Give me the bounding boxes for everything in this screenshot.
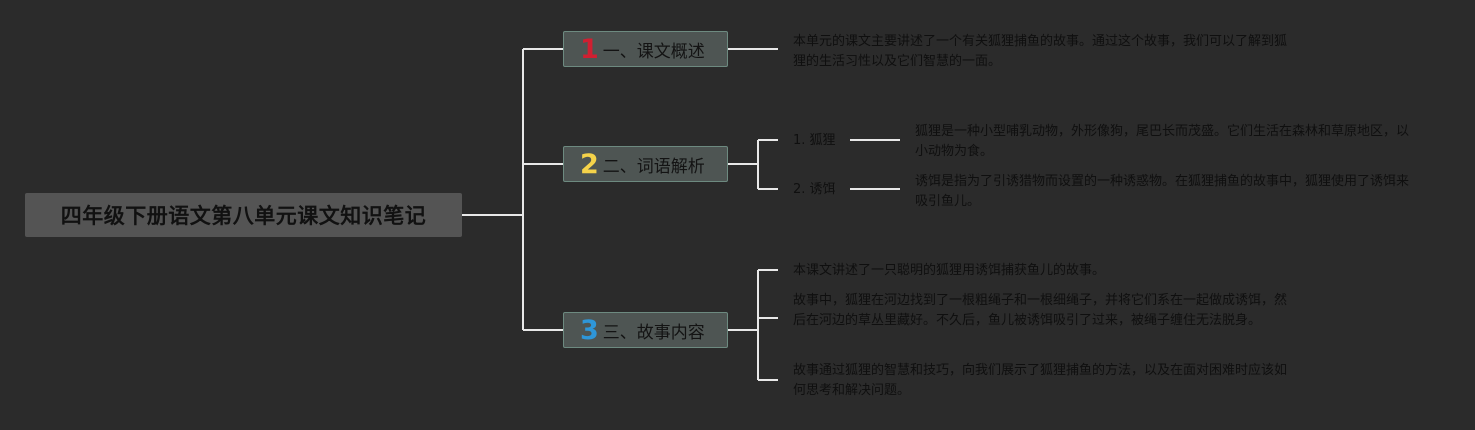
term-bait: 2. 诱饵	[793, 182, 836, 197]
term-fox: 1. 狐狸	[793, 133, 836, 148]
branch-number-2: 2	[580, 148, 599, 180]
branch-number-1: 1	[580, 33, 599, 65]
branch-label-3: 三、故事内容	[602, 322, 705, 343]
branch-story[interactable]: 3 三、故事内容	[563, 312, 728, 348]
overview-note: 本单元的课文主要讲述了一个有关狐狸捕鱼的故事。通过这个故事，我们可以了解到狐狸的…	[793, 34, 1288, 69]
root-node[interactable]: 四年级下册语文第八单元课文知识笔记	[25, 193, 462, 237]
branch-label-2: 二、词语解析	[602, 156, 705, 177]
definition-fox: 狐狸是一种小型哺乳动物，外形像狗，尾巴长而茂盛。它们生活在森林和草原地区，以小动…	[915, 124, 1410, 159]
branch-overview[interactable]: 1 一、课文概述	[563, 31, 728, 67]
story-note-2: 故事中，狐狸在河边找到了一根粗绳子和一根细绳子，并将它们系在一起做成诱饵，然后在…	[793, 293, 1288, 328]
story-note-1: 本课文讲述了一只聪明的狐狸用诱饵捕获鱼儿的故事。	[793, 263, 1106, 278]
root-title: 四年级下册语文第八单元课文知识笔记	[60, 204, 427, 228]
definition-bait: 诱饵是指为了引诱猎物而设置的一种诱惑物。在狐狸捕鱼的故事中，狐狸使用了诱饵来吸引…	[915, 174, 1410, 209]
branch-number-3: 3	[580, 314, 599, 346]
story-note-3: 故事通过狐狸的智慧和技巧，向我们展示了狐狸捕鱼的方法，以及在面对困难时应该如何思…	[793, 363, 1288, 398]
branch-label-1: 一、课文概述	[602, 41, 705, 62]
branch-vocabulary[interactable]: 2 二、词语解析	[563, 146, 728, 182]
